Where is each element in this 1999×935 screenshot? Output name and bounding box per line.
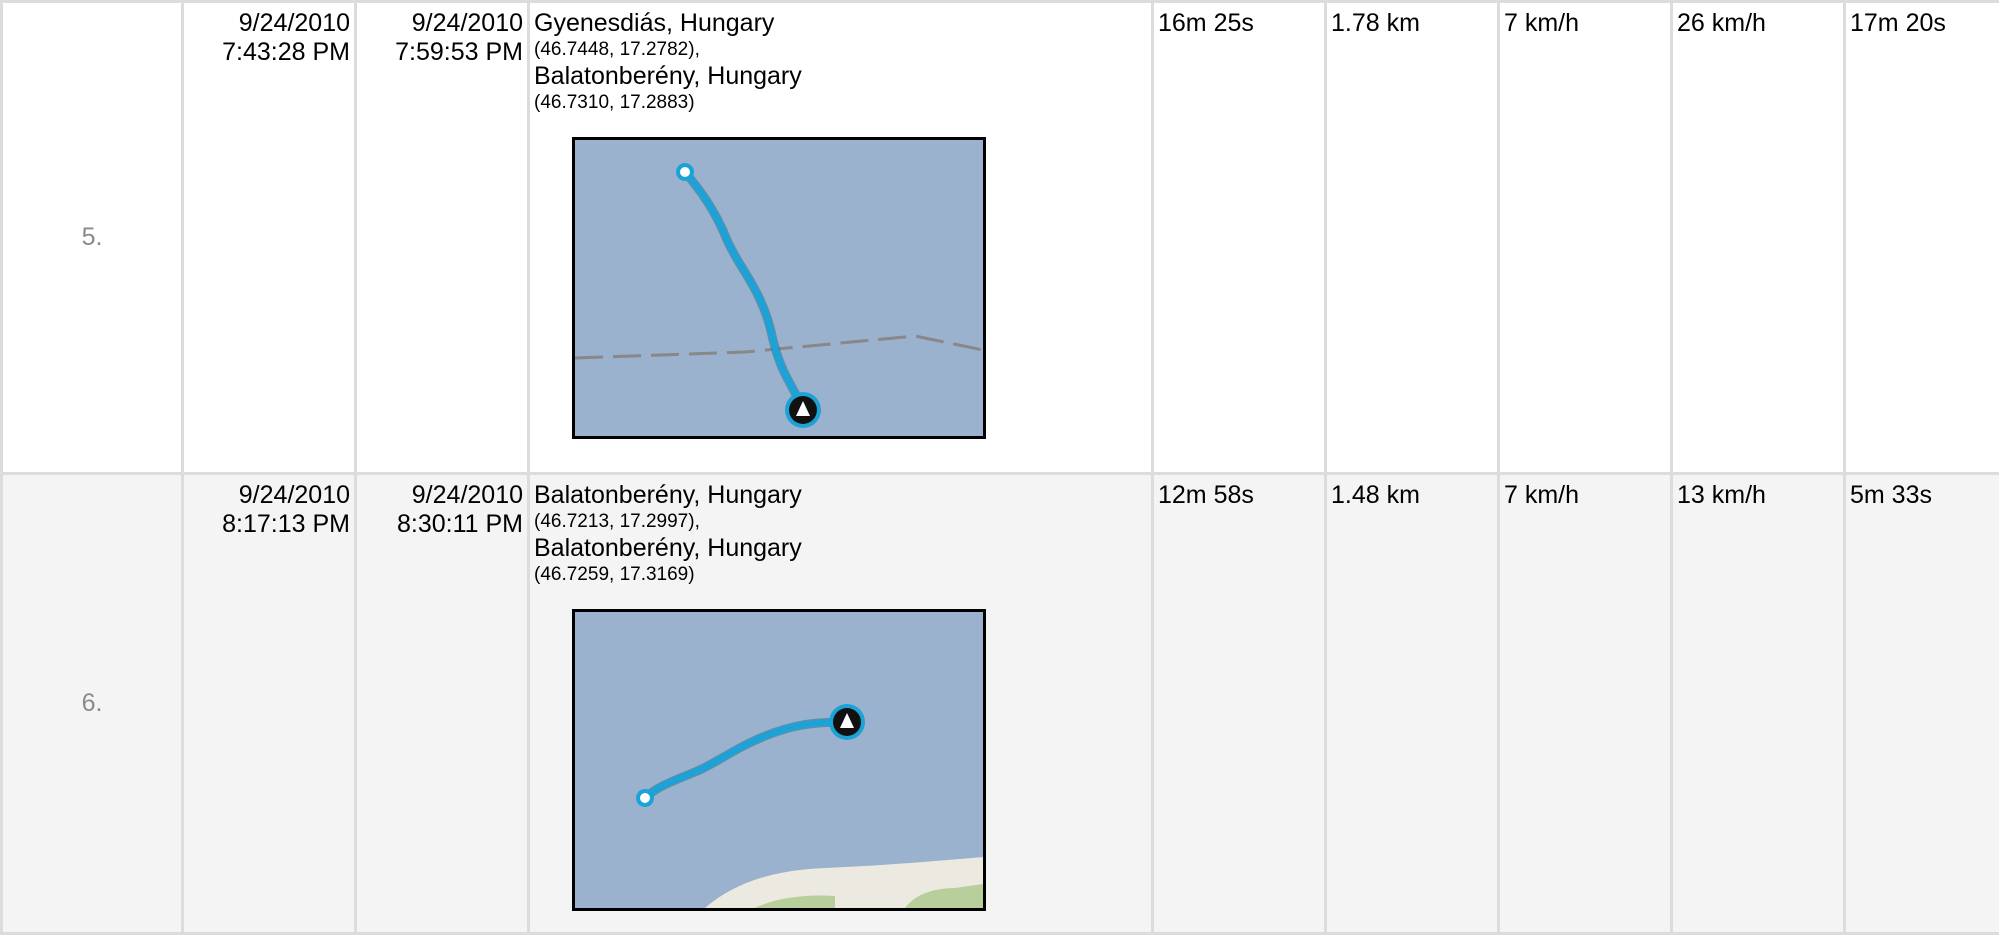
avg-speed-cell: 7 km/h — [1499, 2, 1672, 474]
route-map[interactable] — [572, 609, 986, 911]
duration-cell: 12m 58s — [1153, 474, 1326, 934]
start-dot-icon — [676, 163, 694, 181]
route-map-svg — [575, 140, 983, 436]
to-place: Balatonberény, Hungary — [534, 62, 1147, 91]
distance-cell: 1.48 km — [1326, 474, 1499, 934]
idle-cell: 17m 20s — [1845, 2, 1999, 474]
end-time: 8:30:11 PM — [361, 510, 523, 539]
end-time-cell: 9/24/2010 7:59:53 PM — [356, 2, 529, 474]
from-place: Gyenesdiás, Hungary — [534, 9, 1147, 38]
from-place: Balatonberény, Hungary — [534, 481, 1147, 510]
end-date: 9/24/2010 — [361, 481, 523, 510]
max-speed-cell: 26 km/h — [1672, 2, 1845, 474]
row-index: 5. — [2, 2, 183, 474]
to-coord: (46.7310, 17.2883) — [534, 91, 1147, 115]
duration-cell: 16m 25s — [1153, 2, 1326, 474]
start-time: 8:17:13 PM — [188, 510, 350, 539]
from-coord: (46.7213, 17.2997), — [534, 510, 1147, 534]
table-row: 6. 9/24/2010 8:17:13 PM 9/24/2010 8:30:1… — [2, 474, 1999, 934]
end-arrow-icon — [785, 392, 821, 428]
max-speed-cell: 13 km/h — [1672, 474, 1845, 934]
start-time-cell: 9/24/2010 8:17:13 PM — [183, 474, 356, 934]
start-time: 7:43:28 PM — [188, 38, 350, 67]
location-cell: Balatonberény, Hungary (46.7213, 17.2997… — [529, 474, 1153, 934]
avg-speed-cell: 7 km/h — [1499, 474, 1672, 934]
start-date: 9/24/2010 — [188, 481, 350, 510]
route-map-svg — [575, 612, 983, 908]
end-time-cell: 9/24/2010 8:30:11 PM — [356, 474, 529, 934]
start-time-cell: 9/24/2010 7:43:28 PM — [183, 2, 356, 474]
location-cell: Gyenesdiás, Hungary (46.7448, 17.2782), … — [529, 2, 1153, 474]
start-dot-icon — [636, 789, 654, 807]
to-place: Balatonberény, Hungary — [534, 534, 1147, 563]
end-date: 9/24/2010 — [361, 9, 523, 38]
route-map[interactable] — [572, 137, 986, 439]
from-coord: (46.7448, 17.2782), — [534, 38, 1147, 62]
end-arrow-icon — [829, 704, 865, 740]
row-index: 6. — [2, 474, 183, 934]
to-coord: (46.7259, 17.3169) — [534, 563, 1147, 587]
idle-cell: 5m 33s — [1845, 474, 1999, 934]
start-date: 9/24/2010 — [188, 9, 350, 38]
end-time: 7:59:53 PM — [361, 38, 523, 67]
table-row: 5. 9/24/2010 7:43:28 PM 9/24/2010 7:59:5… — [2, 2, 1999, 474]
distance-cell: 1.78 km — [1326, 2, 1499, 474]
